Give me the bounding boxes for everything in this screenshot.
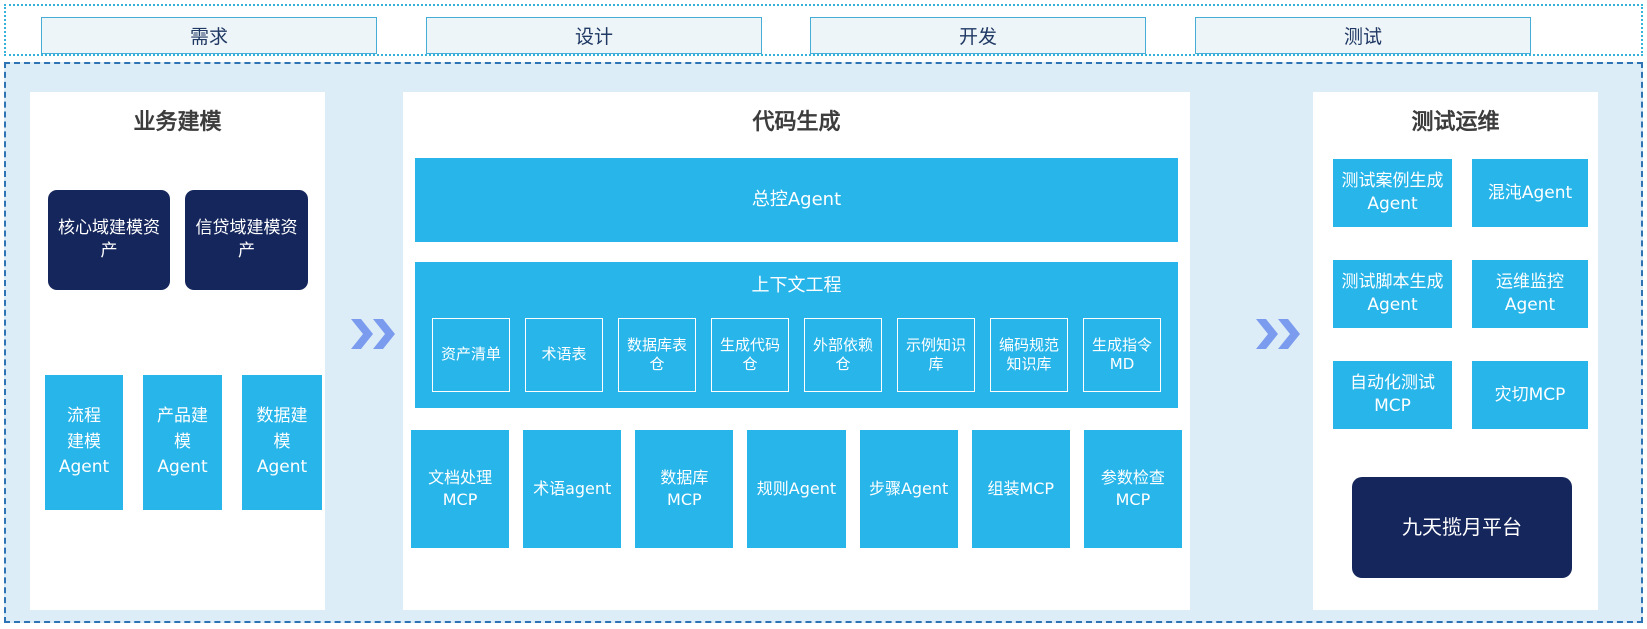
phase-bar: 需求 设计 开发 测试 bbox=[4, 4, 1643, 56]
mcp-assembly: 组装MCP bbox=[971, 430, 1070, 548]
context-item-db-table-repo: 数据库表仓 bbox=[618, 318, 696, 392]
agent-test-case-gen: 测试案例生成Agent bbox=[1333, 159, 1452, 227]
mcp-param-check: 参数检查MCP bbox=[1083, 430, 1182, 548]
agent-terminology: 术语agent bbox=[523, 430, 622, 548]
context-item-generated-code-repo: 生成代码仓 bbox=[711, 318, 789, 392]
platform-jiutian-lanyue: 九天揽月平台 bbox=[1352, 477, 1572, 578]
panel-business-modeling: 业务建模 核心域建模资产 信贷域建模资产 流程建模Agent 产品建模Agent… bbox=[30, 92, 325, 610]
master-control-agent-bar: 总控Agent bbox=[415, 158, 1178, 242]
asset-box-core-domain: 核心域建模资产 bbox=[48, 190, 170, 290]
mcp-disaster-switch: 灾切MCP bbox=[1472, 361, 1588, 429]
agent-box-product-modeling: 产品建模Agent bbox=[143, 375, 222, 510]
mcp-automated-testing: 自动化测试MCP bbox=[1333, 361, 1452, 429]
agent-box-data-modeling: 数据建模Agent bbox=[242, 375, 322, 510]
context-item-example-kb: 示例知识库 bbox=[897, 318, 975, 392]
agent-chaos: 混沌Agent bbox=[1472, 159, 1588, 227]
mcp-doc-processing: 文档处理MCP bbox=[411, 430, 510, 548]
mcp-database: 数据库MCP bbox=[635, 430, 734, 548]
phase-requirements: 需求 bbox=[41, 17, 377, 54]
context-item-coding-standards-kb: 编码规范知识库 bbox=[990, 318, 1068, 392]
context-item-asset-list: 资产清单 bbox=[432, 318, 510, 392]
panel-title-business-modeling: 业务建模 bbox=[133, 110, 222, 135]
worker-agents-row: 文档处理MCP 术语agent 数据库MCP 规则Agent 步骤Agent 组… bbox=[411, 430, 1182, 548]
context-engineering-title: 上下文工程 bbox=[751, 275, 842, 296]
phase-testing: 测试 bbox=[1195, 17, 1531, 54]
agent-test-script-gen: 测试脚本生成Agent bbox=[1333, 260, 1452, 328]
context-items-row: 资产清单 术语表 数据库表仓 生成代码仓 外部依赖仓 示例知识库 编码规范知识库… bbox=[415, 318, 1178, 392]
context-item-external-deps-repo: 外部依赖仓 bbox=[804, 318, 882, 392]
context-item-glossary: 术语表 bbox=[525, 318, 603, 392]
panel-title-test-ops: 测试运维 bbox=[1411, 110, 1500, 135]
agent-ops-monitoring: 运维监控Agent bbox=[1472, 260, 1588, 328]
context-item-gen-instructions-md: 生成指令MD bbox=[1083, 318, 1161, 392]
context-engineering-section: 上下文工程 资产清单 术语表 数据库表仓 生成代码仓 外部依赖仓 示例知识库 编… bbox=[415, 262, 1178, 408]
panel-code-generation: 代码生成 总控Agent 上下文工程 资产清单 术语表 数据库表仓 生成代码仓 … bbox=[403, 92, 1190, 610]
agent-box-process-modeling: 流程建模Agent bbox=[45, 375, 123, 510]
phase-development: 开发 bbox=[810, 17, 1146, 54]
panel-test-ops: 测试运维 测试案例生成Agent 混沌Agent 测试脚本生成Agent 运维监… bbox=[1313, 92, 1598, 610]
agent-steps: 步骤Agent bbox=[859, 430, 958, 548]
flow-arrow-icon bbox=[350, 314, 396, 354]
flow-arrow-icon bbox=[1255, 314, 1301, 354]
phase-design: 设计 bbox=[426, 17, 762, 54]
asset-box-credit-domain: 信贷域建模资产 bbox=[185, 190, 308, 290]
test-ops-grid: 测试案例生成Agent 混沌Agent 测试脚本生成Agent 运维监控Agen… bbox=[1333, 159, 1588, 429]
agent-rules: 规则Agent bbox=[747, 430, 846, 548]
panel-title-code-generation: 代码生成 bbox=[752, 110, 841, 135]
